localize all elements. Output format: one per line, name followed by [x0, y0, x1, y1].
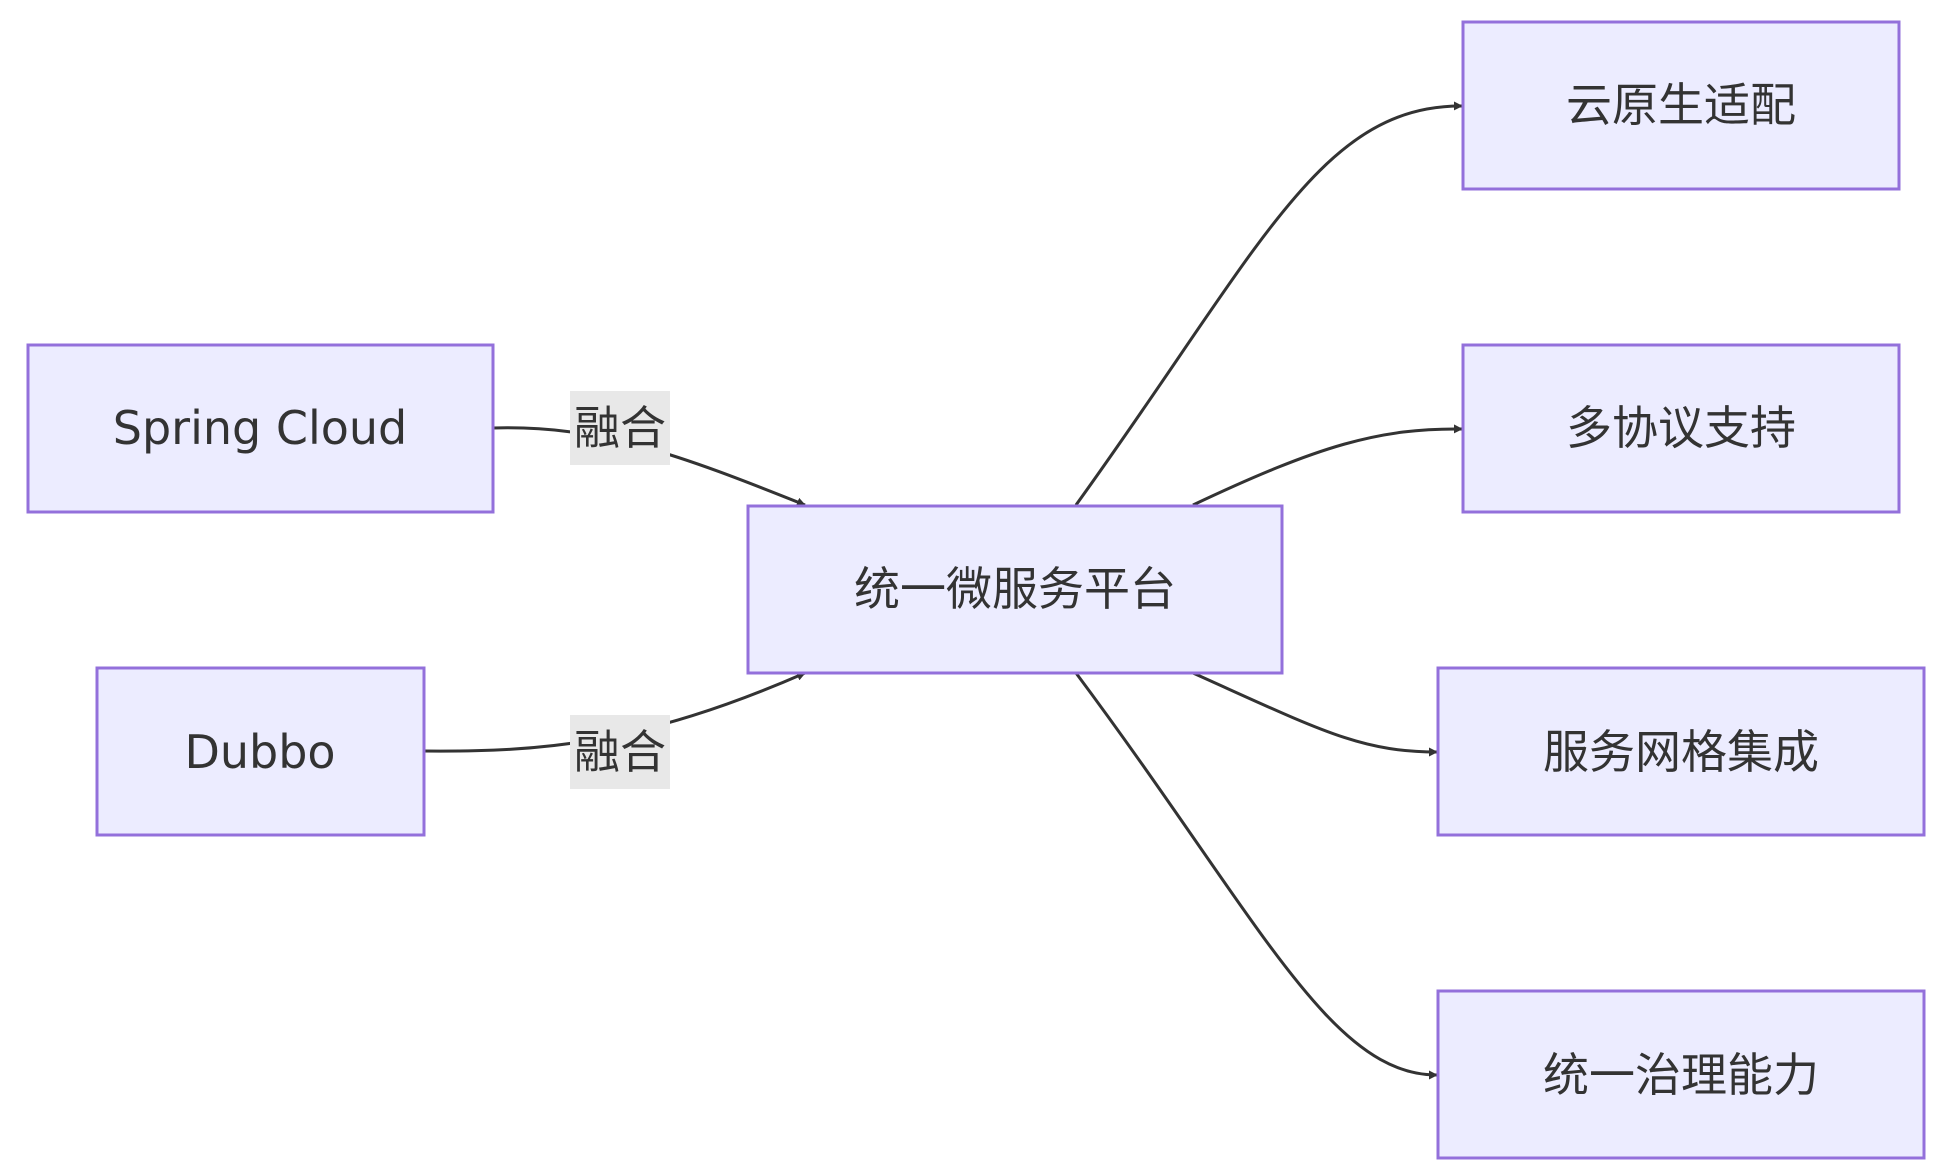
- node-label: 统一治理能力: [1543, 1048, 1819, 1102]
- edges: [423, 101, 1463, 1080]
- node-label: 云原生适配: [1566, 78, 1796, 132]
- edge-platform-to-cloud-native: [1074, 101, 1463, 506]
- node-label: 统一微服务平台: [854, 562, 1176, 616]
- node-label: Dubbo: [184, 725, 335, 779]
- edge-labels: 融合 融合: [570, 391, 670, 789]
- edge-label-text: 融合: [574, 725, 666, 779]
- node-governance[interactable]: 统一治理能力: [1436, 989, 1926, 1160]
- edge-platform-to-governance: [1074, 672, 1438, 1080]
- node-platform[interactable]: 统一微服务平台: [746, 504, 1284, 675]
- node-multi-protocol[interactable]: 多协议支持: [1461, 343, 1901, 514]
- edge-label-text: 融合: [574, 401, 666, 455]
- edge-label-spring-cloud: 融合: [570, 391, 670, 465]
- node-dubbo[interactable]: Dubbo: [95, 666, 426, 837]
- node-label: Spring Cloud: [113, 401, 407, 455]
- node-label: 多协议支持: [1566, 401, 1796, 455]
- node-label: 服务网格集成: [1543, 725, 1819, 779]
- edge-platform-to-service-mesh: [1192, 671, 1438, 757]
- node-service-mesh[interactable]: 服务网格集成: [1436, 666, 1926, 837]
- node-cloud-native[interactable]: 云原生适配: [1461, 20, 1901, 191]
- node-spring-cloud[interactable]: Spring Cloud: [26, 343, 495, 514]
- edge-platform-to-multi-protocol: [1192, 424, 1463, 507]
- nodes: Spring Cloud Dubbo 统一微服务平台 云原生适配 多协议支持 服…: [26, 20, 1926, 1160]
- edge-label-dubbo: 融合: [570, 715, 670, 789]
